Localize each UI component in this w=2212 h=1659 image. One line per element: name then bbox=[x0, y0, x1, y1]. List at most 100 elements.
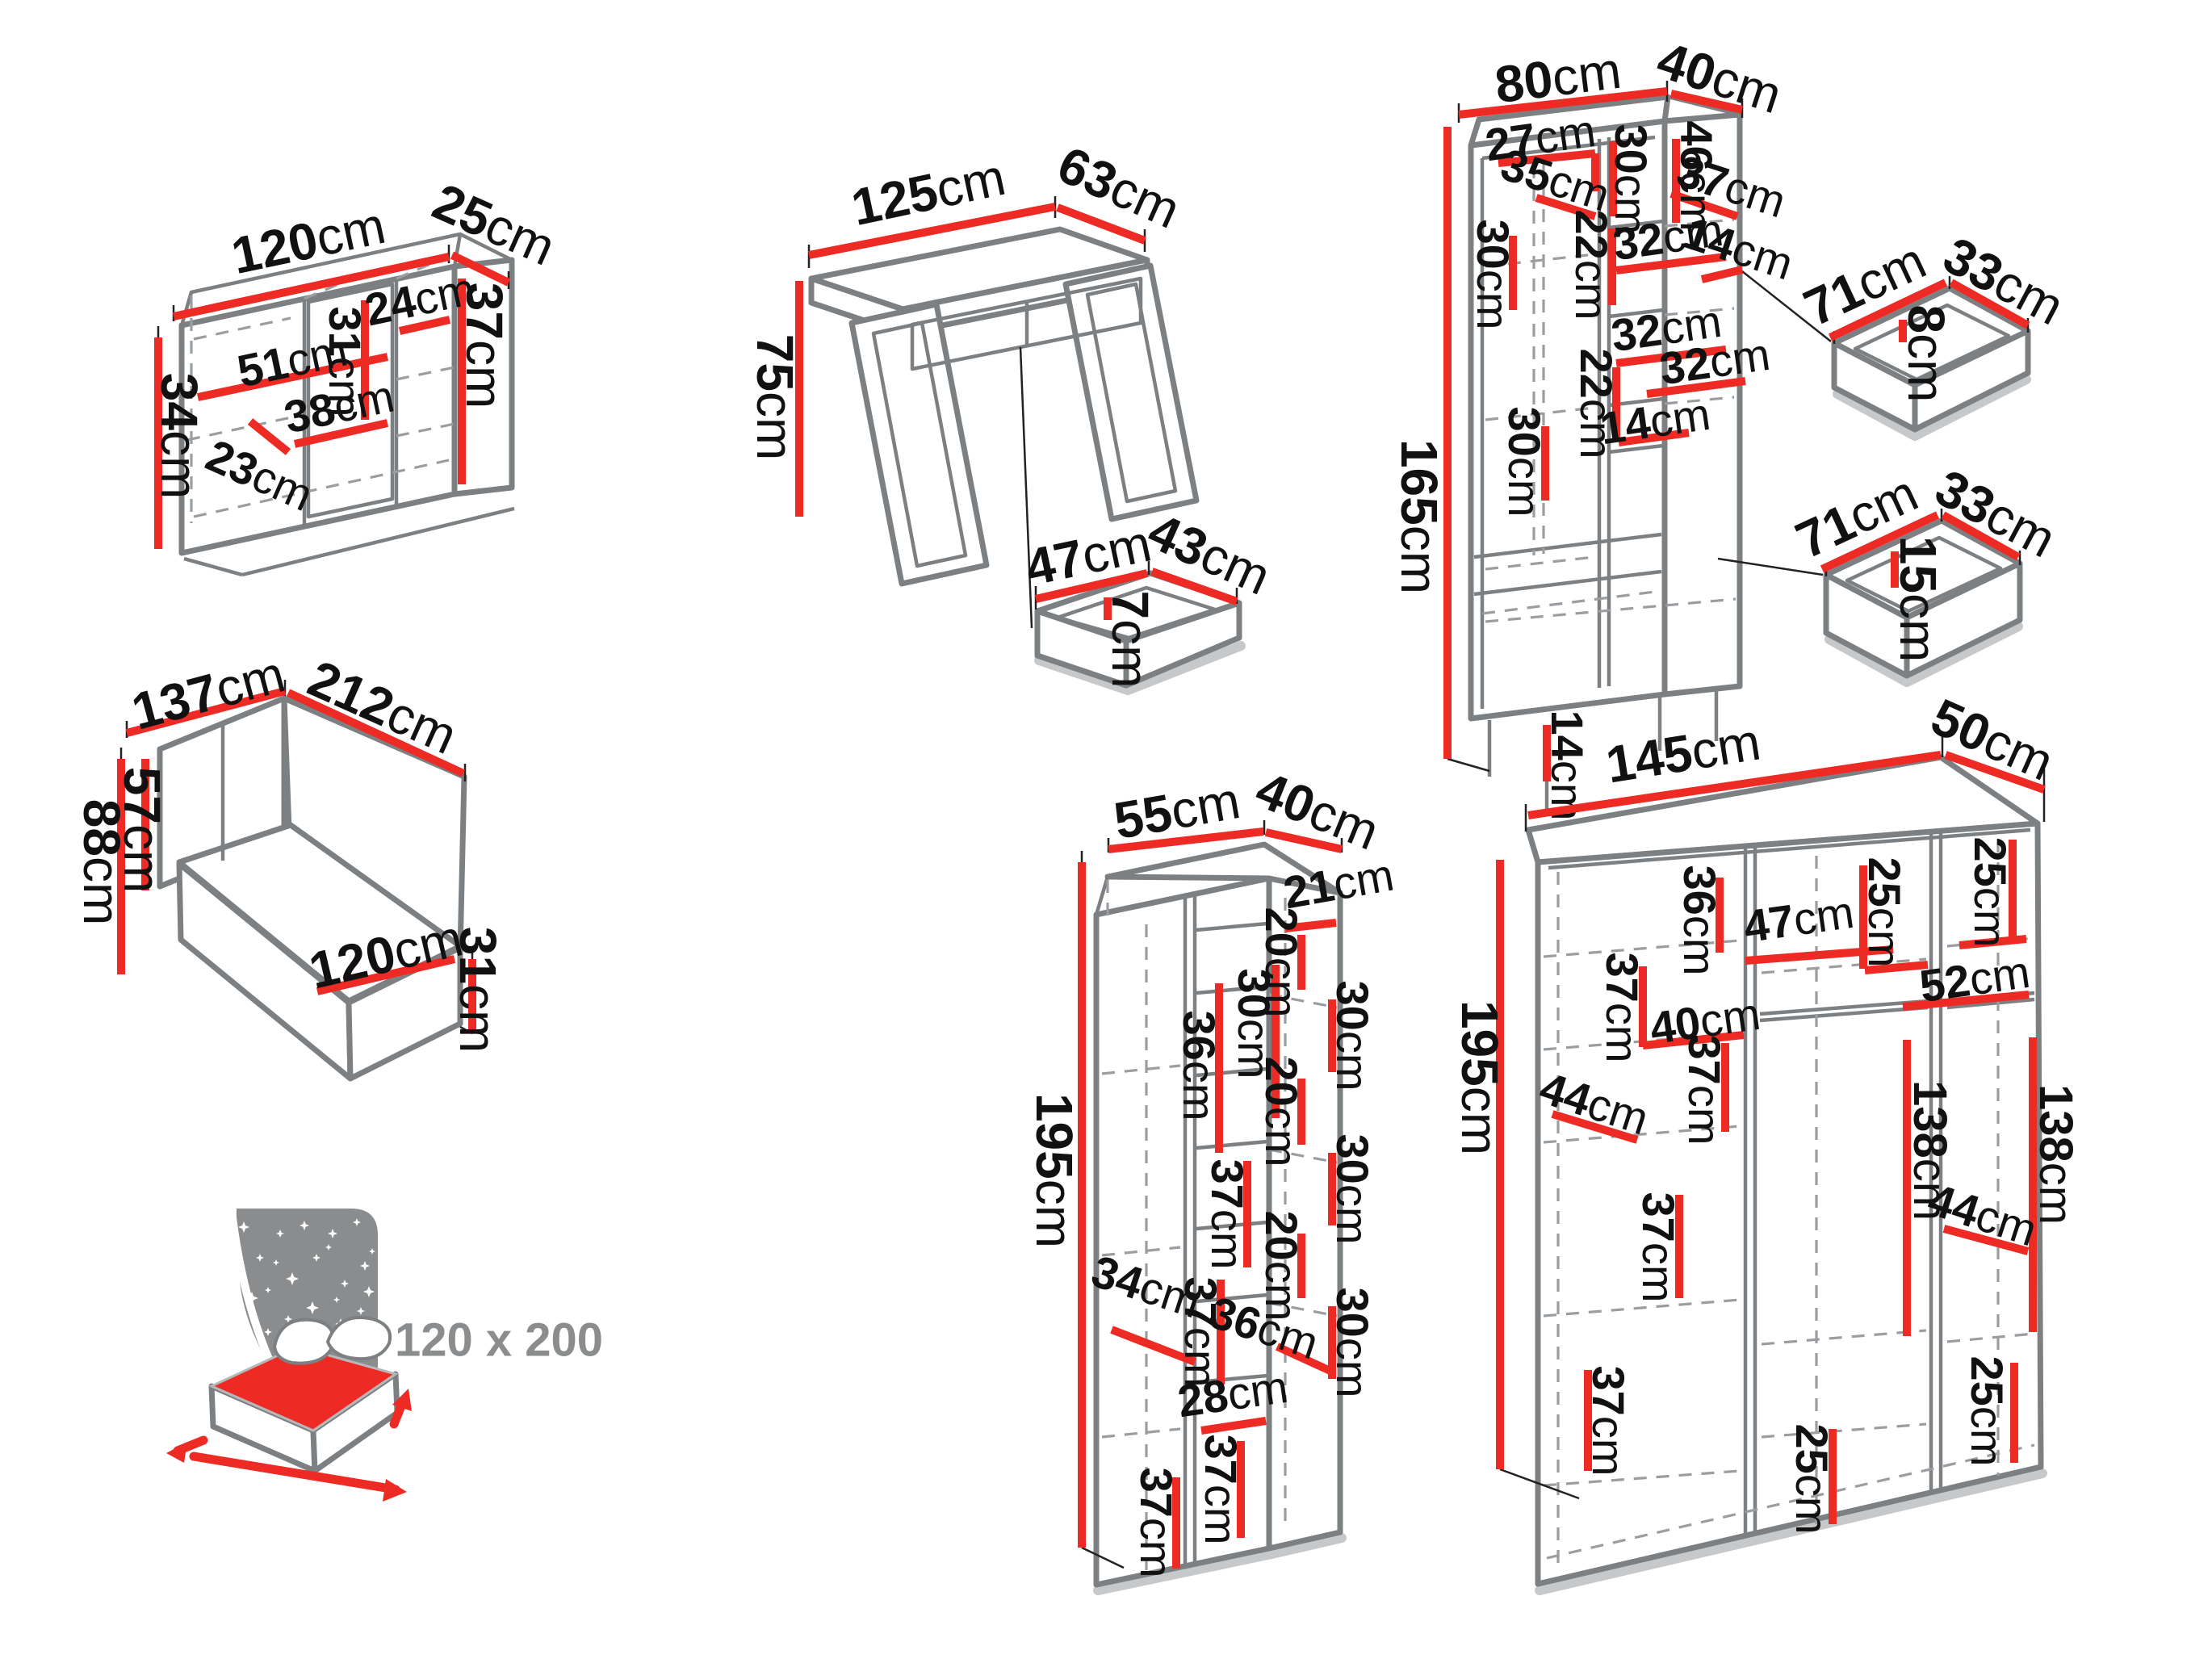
star-icon bbox=[265, 1287, 271, 1293]
bookcase-detail-line bbox=[1473, 569, 1662, 597]
dimension-label: 37cm bbox=[1598, 953, 1649, 1063]
star-icon bbox=[312, 1254, 320, 1262]
tall-shelf-dimension-line bbox=[1284, 919, 1337, 932]
desk-dimension-line bbox=[1056, 203, 1146, 245]
dimension-label: 22cm bbox=[1572, 349, 1623, 459]
star-icon bbox=[325, 1244, 332, 1251]
dimension-label: 55cm bbox=[1110, 771, 1245, 850]
wardrobe-dimension-line bbox=[1551, 1110, 1639, 1144]
dimension-label: 40cm bbox=[1647, 987, 1763, 1053]
wardrobe-dimension-line bbox=[1745, 945, 1894, 965]
desk-shadow bbox=[1123, 641, 1246, 695]
wardrobe-detail-line bbox=[1759, 1005, 1929, 1023]
drawer-bottom-shadow bbox=[1824, 635, 1912, 687]
bed-dimension-line bbox=[286, 689, 466, 777]
dimension-label: 22cm bbox=[1567, 210, 1618, 320]
desk-dimension-line bbox=[1034, 569, 1149, 603]
tall-shelf-hidden-line bbox=[1268, 1148, 1338, 1164]
dimension-label: 165cm bbox=[1390, 439, 1448, 594]
arrowhead-icon bbox=[166, 1442, 187, 1463]
bookcase-hidden-line bbox=[1485, 406, 1595, 421]
wall-cabinet-dimension-line bbox=[293, 419, 389, 448]
star-icon bbox=[245, 1292, 258, 1305]
dimension-label: 21cm bbox=[1280, 848, 1397, 918]
tall-shelf-detail-line bbox=[1196, 1139, 1268, 1150]
dimension-label: 25cm bbox=[1860, 857, 1911, 968]
pillow-icon bbox=[272, 1318, 335, 1365]
bookcase-dimension-line bbox=[1669, 190, 1739, 220]
star-icon bbox=[369, 1248, 375, 1255]
tall-shelf-detail-line bbox=[1196, 921, 1268, 932]
dimension-label: 195cm bbox=[1451, 1000, 1509, 1155]
bed-extension-line bbox=[459, 1025, 473, 1035]
arrowhead-icon bbox=[383, 1479, 407, 1502]
dimension-label: 75cm bbox=[746, 334, 804, 461]
pillow-icon bbox=[325, 1315, 392, 1361]
wardrobe-outline bbox=[1535, 820, 2044, 1587]
star-icon bbox=[284, 1315, 292, 1323]
dimension-label: 145cm bbox=[1602, 712, 1765, 794]
dimension-label: 37cm bbox=[1176, 1277, 1227, 1388]
tall-shelf-detail-line bbox=[1196, 984, 1268, 995]
dimension-label: 37cm bbox=[1196, 1435, 1247, 1545]
wall-cabinet-dimension-line bbox=[247, 418, 291, 455]
tall-shelf-outline bbox=[1104, 841, 1343, 896]
wardrobe-extension-line bbox=[1499, 1468, 1580, 1500]
bookcase-dimension-line bbox=[1535, 194, 1597, 220]
bookcase-detail-line bbox=[1667, 94, 1741, 117]
dimension-label: 37cm bbox=[1680, 1035, 1731, 1146]
dimension-label: 36cm bbox=[1675, 865, 1726, 976]
dimension-label: 30cm bbox=[1328, 981, 1379, 1091]
bookcase-dimension-line bbox=[1458, 87, 1668, 119]
bookcase-dimension-line bbox=[1700, 266, 1744, 283]
tall-shelf-dimension-line bbox=[1200, 1417, 1267, 1435]
arrowhead-icon bbox=[392, 1389, 412, 1411]
star-icon bbox=[264, 1328, 272, 1336]
wardrobe-hidden-line bbox=[1543, 1298, 1741, 1318]
dimension-label: 27cm bbox=[1482, 104, 1598, 170]
wardrobe-shadow bbox=[1535, 1468, 2047, 1595]
dimension-label: 25cm bbox=[1963, 1356, 2013, 1467]
wall-cabinet-outline bbox=[451, 257, 515, 497]
drawer-top-shadow bbox=[1833, 389, 1920, 441]
dimension-label: 38cm bbox=[279, 370, 398, 442]
desk-extension-line bbox=[1019, 346, 1033, 629]
dimension-label: 52cm bbox=[1917, 945, 2033, 1011]
star-icon bbox=[357, 1307, 365, 1315]
tall-shelf-hidden-line bbox=[1268, 993, 1338, 1009]
tall-shelf-dimension-line bbox=[1275, 1343, 1336, 1376]
dimension-label: 57cm bbox=[113, 767, 171, 894]
bookcase-detail-line bbox=[1608, 219, 1664, 230]
desk-detail-line bbox=[910, 276, 1143, 371]
dimension-label: 32cm bbox=[1610, 203, 1726, 269]
bookcase-hidden-line bbox=[1485, 253, 1595, 268]
wardrobe-detail-line bbox=[1548, 827, 2031, 870]
dimension-label: 8cm bbox=[1897, 305, 1955, 403]
dimension-label: 28cm bbox=[1175, 1360, 1291, 1426]
dimension-label: 20cm bbox=[1257, 1057, 1308, 1167]
star-icon bbox=[256, 1254, 264, 1262]
bookcase-dimension-line bbox=[1618, 429, 1690, 446]
desk-detail-line bbox=[1085, 282, 1178, 504]
dimension-label: 37cm bbox=[1634, 1192, 1685, 1303]
size-arrow-icon bbox=[189, 1452, 400, 1494]
dimension-label: 47cm bbox=[1020, 514, 1156, 597]
wardrobe-hidden-line bbox=[1761, 1329, 1927, 1346]
star-icon bbox=[276, 1230, 284, 1238]
bookcase-hidden-line bbox=[1664, 396, 1735, 405]
wall-cabinet-dimension-line bbox=[450, 251, 511, 287]
bookcase-dimension-line bbox=[1669, 90, 1744, 114]
star-icon bbox=[341, 1280, 349, 1288]
tall-shelf-detail-line bbox=[1094, 876, 1110, 915]
wardrobe-hidden-line bbox=[1546, 1443, 2035, 1560]
star-icon bbox=[360, 1261, 370, 1271]
wall-cabinet-detail-line bbox=[306, 282, 395, 519]
dimension-label: 37cm bbox=[1132, 1468, 1183, 1578]
dimension-label: 30cm bbox=[1328, 1134, 1379, 1245]
piece-bed-icon: 120 x 200 bbox=[166, 1209, 603, 1502]
bookcase-detail-line bbox=[1481, 135, 1656, 161]
drawer-bottom-outline bbox=[1904, 560, 2023, 679]
